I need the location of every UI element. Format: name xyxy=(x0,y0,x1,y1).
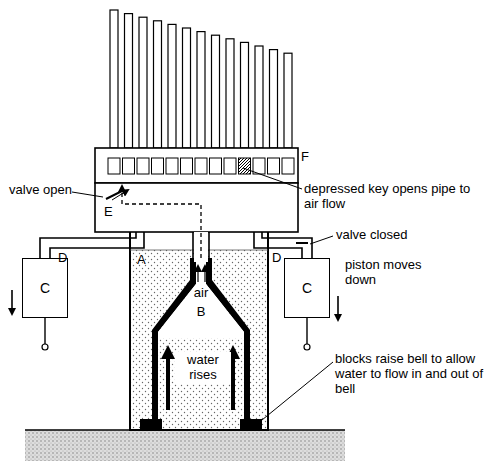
key-slot xyxy=(224,158,236,174)
organ-pipes xyxy=(110,10,292,148)
organ-pipe xyxy=(110,10,118,148)
key-slot xyxy=(137,158,149,174)
callout-text: blocks raise bell to allow water to flow… xyxy=(335,352,485,397)
organ-pipe xyxy=(226,39,234,148)
key-slot xyxy=(268,158,280,174)
water xyxy=(130,250,268,430)
bell-air xyxy=(158,262,244,338)
pipe-d xyxy=(40,238,130,258)
key-slot xyxy=(181,158,193,174)
callout-text: depressed key opens pipe to air flow xyxy=(304,182,484,212)
flow-label: water rises xyxy=(175,352,231,384)
part-letter: D xyxy=(272,251,281,266)
organ-pipe xyxy=(212,35,220,148)
ground xyxy=(25,430,345,461)
key-slot xyxy=(166,158,178,174)
key-slot xyxy=(195,158,207,174)
block xyxy=(140,419,162,430)
callout-text: valve open xyxy=(2,183,72,198)
organ-pipe xyxy=(139,17,147,148)
piston-cylinder: C xyxy=(22,258,68,318)
flow-label: air xyxy=(190,286,212,301)
part-letter: C xyxy=(302,280,312,296)
organ-pipe xyxy=(270,50,278,148)
block xyxy=(240,419,262,430)
valve-box xyxy=(95,183,298,232)
key-slot xyxy=(239,158,251,174)
key-slot xyxy=(152,158,164,174)
key-slots xyxy=(108,158,294,174)
piston-rod xyxy=(306,318,307,344)
piston-rod xyxy=(44,318,45,344)
organ-pipe xyxy=(183,28,191,148)
windchest xyxy=(95,148,298,183)
key-slot xyxy=(282,158,294,174)
key-slot xyxy=(253,158,265,174)
organ-pipe xyxy=(284,53,292,148)
organ-pipe xyxy=(241,42,249,148)
part-letter: B xyxy=(193,305,209,320)
organ-pipe xyxy=(154,21,162,148)
part-letter: A xyxy=(137,253,146,268)
air-route xyxy=(122,186,201,258)
water-tank xyxy=(130,232,268,430)
organ-pipe xyxy=(125,14,133,148)
callout-text: piston moves down xyxy=(345,258,425,288)
part-letter: E xyxy=(104,205,113,220)
key-slot xyxy=(123,158,135,174)
organ-pipe xyxy=(168,24,176,148)
piston-cylinder: C xyxy=(284,258,330,318)
key-slot xyxy=(210,158,222,174)
part-letter: F xyxy=(301,150,309,165)
organ-pipe xyxy=(255,46,263,148)
part-letter: D xyxy=(58,251,67,266)
bell-wall xyxy=(152,258,196,420)
key-slot xyxy=(108,158,120,174)
part-letter: C xyxy=(40,280,50,296)
callout-text: valve closed xyxy=(336,228,408,243)
organ-pipe xyxy=(197,32,205,148)
